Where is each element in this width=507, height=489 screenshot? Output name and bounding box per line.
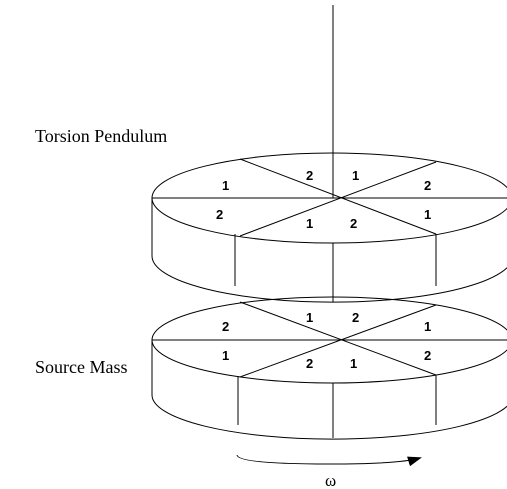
source-segment-label: 1: [350, 356, 357, 371]
source-segment-label: 1: [306, 310, 313, 325]
torsion-pendulum-disk: 1 2 1 2 1 2 1 2: [151, 152, 507, 303]
source-sector-line: [239, 301, 437, 376]
source-sector-line: [239, 304, 437, 378]
pendulum-segment-label: 2: [424, 178, 431, 193]
source-side-wall: [151, 340, 507, 440]
source-mass-disk: 2 1 2 1 2 1 2 1: [151, 296, 507, 440]
source-segment-label: 1: [222, 348, 229, 363]
pendulum-sector-line: [239, 161, 437, 237]
pendulum-segment-label: 1: [306, 216, 313, 231]
pendulum-segment-label: 1: [352, 168, 359, 183]
pendulum-segment-label: 1: [424, 207, 431, 222]
pendulum-side-wall: [151, 198, 507, 303]
source-segment-label: 2: [424, 348, 431, 363]
source-segment-label: 2: [222, 319, 229, 334]
angular-velocity-label: ω: [325, 471, 336, 489]
pendulum-segment-label: 1: [222, 178, 229, 193]
pendulum-segment-label: 2: [216, 207, 223, 222]
torsion-pendulum-label: Torsion Pendulum: [35, 126, 167, 146]
source-segment-label: 1: [424, 319, 431, 334]
rotation-arrow-icon: [236, 454, 422, 467]
pendulum-sector-line: [239, 158, 437, 235]
pendulum-segment-label: 2: [350, 216, 357, 231]
source-segment-label: 2: [352, 310, 359, 325]
source-segment-label: 2: [306, 356, 313, 371]
pendulum-segment-label: 2: [306, 168, 313, 183]
source-mass-label: Source Mass: [35, 357, 128, 377]
